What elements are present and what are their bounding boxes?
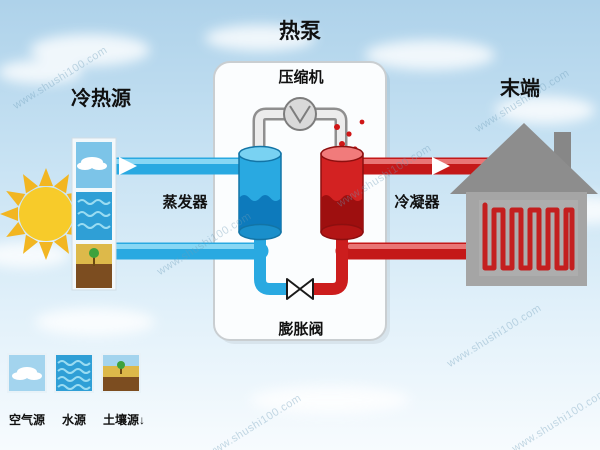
diagram-title: 热泵 bbox=[279, 20, 321, 43]
legend-air-source-label: 空气源 bbox=[8, 413, 45, 427]
air-source-icon bbox=[7, 353, 47, 393]
source-panel bbox=[71, 137, 117, 291]
expansion-valve-label: 膨胀阀 bbox=[278, 321, 324, 338]
expansion-valve-icon bbox=[286, 278, 314, 300]
evaporator-vessel bbox=[238, 145, 282, 241]
soil-source-icon bbox=[101, 353, 141, 393]
terminal-label: 末端 bbox=[500, 78, 540, 100]
sun-icon bbox=[0, 168, 92, 260]
water-source-icon bbox=[54, 353, 94, 393]
condenser-vessel bbox=[320, 145, 364, 241]
flow-arrow-icon bbox=[432, 157, 450, 175]
condenser-label: 冷凝器 bbox=[394, 194, 440, 211]
heating-coil bbox=[482, 202, 575, 271]
cold-source-pipe bbox=[99, 157, 269, 260]
expansion-valve-pipes bbox=[254, 224, 348, 295]
legend-water-source-label: 水源 bbox=[61, 413, 86, 427]
house-icon bbox=[450, 123, 598, 286]
legend-soil-source-label: 土壤源↓ bbox=[102, 413, 145, 427]
cold-heat-source-label: 冷热源 bbox=[71, 88, 131, 110]
compressor-label: 压缩机 bbox=[278, 69, 324, 86]
cloud-decoration bbox=[0, 25, 600, 414]
compressor-icon bbox=[283, 97, 317, 131]
evaporator-label: 蒸发器 bbox=[162, 194, 208, 211]
flow-arrow-icon bbox=[119, 157, 137, 175]
